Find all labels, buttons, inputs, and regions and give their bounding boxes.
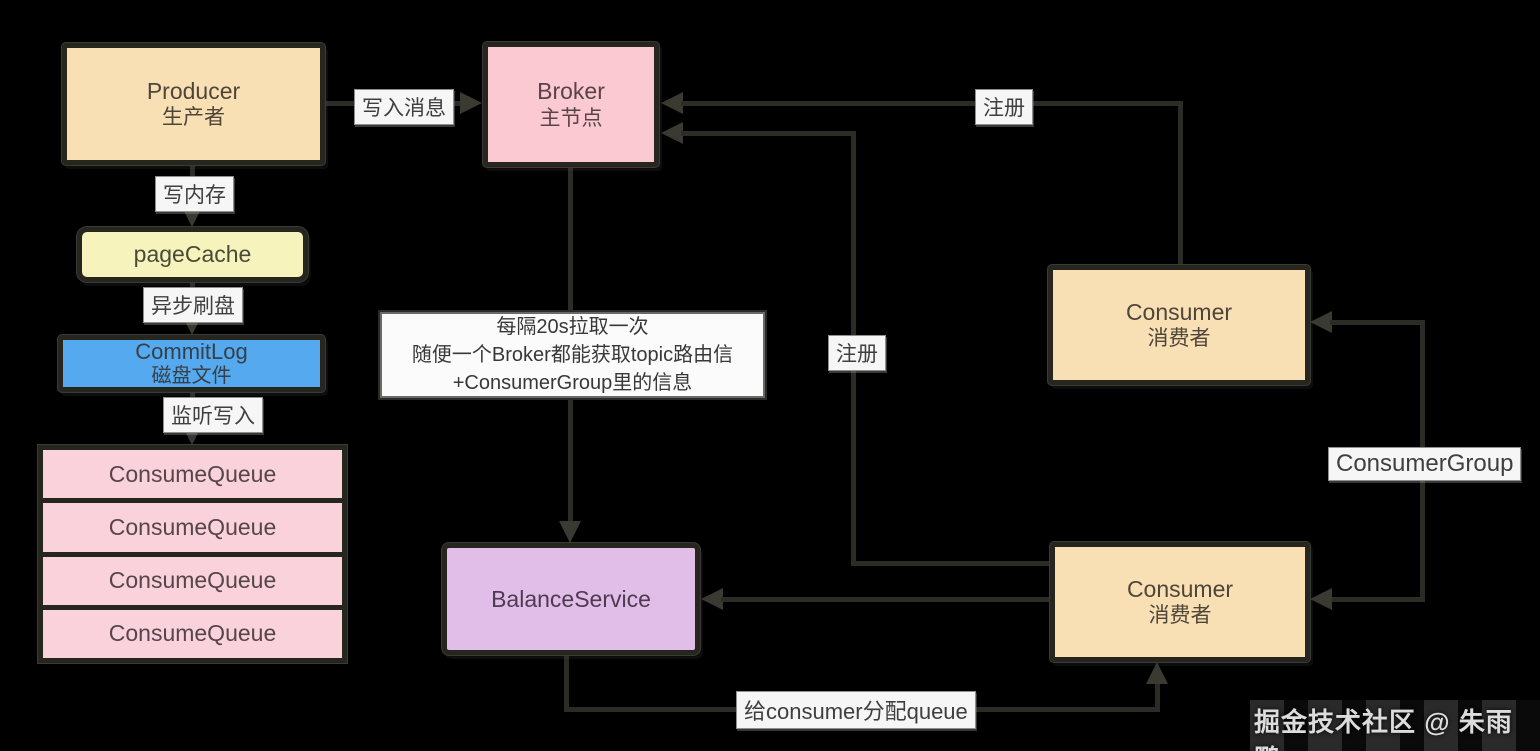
edge-register-bottom-bottom-horizontal [851, 561, 1050, 566]
consumer-top-title: Consumer [1125, 298, 1233, 325]
arrowhead-into-balance-right [701, 588, 723, 610]
arrowhead-into-broker-left [460, 92, 482, 114]
commitlog-title: CommitLog [135, 339, 248, 365]
edge-register-top-vertical [1178, 101, 1183, 265]
note-line-1: 每隔20s拉取一次 [496, 316, 649, 338]
broker-title: Broker [537, 78, 605, 104]
broker-subtitle: 主节点 [539, 106, 603, 130]
node-consumer-bottom: Consumer 消费者 [1050, 542, 1310, 662]
note-broker-pull-info: 每隔20s拉取一次 随便一个Broker都能获取topic路由信 +Consum… [380, 312, 765, 398]
label-consumer-group: ConsumerGroup [1328, 447, 1522, 481]
node-pagecache: pageCache [77, 227, 308, 282]
commitlog-subtitle: 磁盘文件 [151, 364, 232, 387]
arrowhead-into-balance-top [559, 521, 581, 543]
node-consumer-top: Consumer 消费者 [1048, 265, 1310, 385]
node-producer: Producer 生产者 [62, 43, 325, 165]
node-balance-service: BalanceService [442, 543, 700, 655]
arrowhead-group-into-consumer-top [1310, 311, 1332, 333]
arrowhead-register-top-into-broker [661, 92, 683, 114]
edge-assign-right-vertical [1155, 682, 1160, 712]
edge-group-top-horizontal [1330, 320, 1425, 325]
consumequeue-row: ConsumeQueue [43, 450, 342, 499]
balance-service-title: BalanceService [491, 585, 651, 612]
producer-subtitle: 生产者 [162, 106, 225, 130]
label-listen-write: 监听写入 [163, 397, 263, 433]
pagecache-title: pageCache [133, 241, 252, 268]
arrowhead-register-bottom-into-broker [661, 122, 683, 144]
consumer-top-subtitle: 消费者 [1147, 327, 1211, 351]
edge-register-top-horizontal [681, 101, 1183, 106]
note-line-3: +ConsumerGroup里的信息 [452, 372, 693, 394]
consumequeue-row: ConsumeQueue [43, 556, 342, 605]
label-register-bottom: 注册 [828, 335, 886, 371]
edge-group-bottom-horizontal [1330, 597, 1425, 602]
consumer-bottom-title: Consumer [1126, 575, 1234, 602]
label-write-message: 写入消息 [354, 89, 454, 125]
consumequeue-row: ConsumeQueue [43, 503, 342, 552]
label-write-memory: 写内存 [155, 176, 234, 212]
node-broker: Broker 主节点 [483, 42, 659, 167]
producer-title: Producer [146, 77, 241, 104]
node-consumequeue-stack: ConsumeQueue ConsumeQueue ConsumeQueue C… [38, 445, 347, 663]
arrowhead-group-into-consumer-bottom [1310, 588, 1332, 610]
watermark-text: 掘金技术社区 @ 朱雨鹏 [1250, 700, 1540, 751]
edge-consumer-balance-line [721, 597, 1050, 602]
node-commitlog: CommitLog 磁盘文件 [58, 335, 325, 392]
label-assign-queue: 给consumer分配queue [736, 691, 976, 729]
note-line-2: 随便一个Broker都能获取topic路由信 [411, 344, 734, 366]
label-register-top: 注册 [975, 89, 1033, 125]
consumequeue-row: ConsumeQueue [43, 609, 342, 658]
label-async-flush: 异步刷盘 [143, 287, 243, 323]
arrowhead-into-consumer-bottom-base [1146, 662, 1168, 684]
edge-assign-left-vertical [564, 655, 569, 712]
consumer-bottom-subtitle: 消费者 [1148, 604, 1212, 628]
edge-register-bottom-top-horizontal [681, 131, 856, 136]
